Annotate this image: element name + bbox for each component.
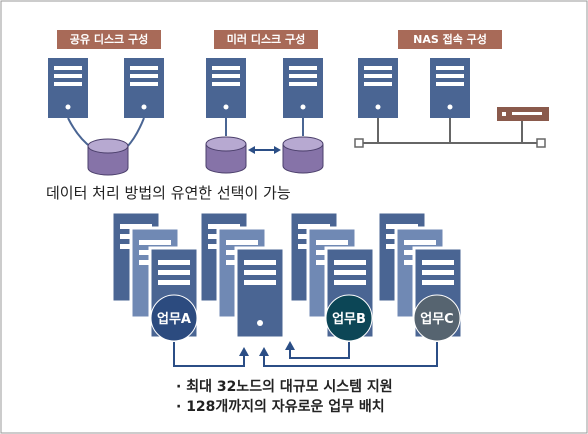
feature-item: · 128개까지의 자유로운 업무 배치 (176, 399, 385, 415)
central-server-icon (234, 246, 286, 340)
shared-disk-tag: 공유 디스크 구성 (57, 30, 161, 49)
workload-b-label: 업무B (332, 312, 366, 327)
workload-b-node (325, 294, 373, 342)
server-icon (206, 58, 246, 118)
workload-c-node (413, 294, 461, 342)
workload-a-node (150, 294, 198, 342)
workload-a-label: 업무A (157, 312, 191, 327)
server-icon (430, 58, 470, 118)
headline: 데이터 처리 방법의 유연한 선택이 가능 (46, 184, 291, 202)
server-icon (48, 58, 88, 118)
mirror-disk-tag: 미러 디스크 구성 (214, 30, 318, 49)
server-icon (283, 58, 323, 118)
server-icon (358, 58, 398, 118)
workload-c-label: 업무C (420, 312, 453, 327)
nas-group (354, 58, 549, 148)
shared-disk-group (48, 58, 164, 176)
server-icon (124, 58, 164, 118)
shared-disk-icon (87, 138, 129, 176)
feature-list: · 최대 32노드의 대규모 시스템 지원 · 128개까지의 자유로운 업무 … (176, 377, 393, 417)
mirror-disk-icon (205, 136, 247, 174)
mirror-disk-icon (282, 136, 324, 174)
mirror-disk-group (205, 58, 324, 174)
workload-connections (173, 342, 438, 367)
nas-tag: NAS 접속 구성 (398, 30, 502, 49)
feature-item: · 최대 32노드의 대규모 시스템 지원 (176, 379, 393, 395)
